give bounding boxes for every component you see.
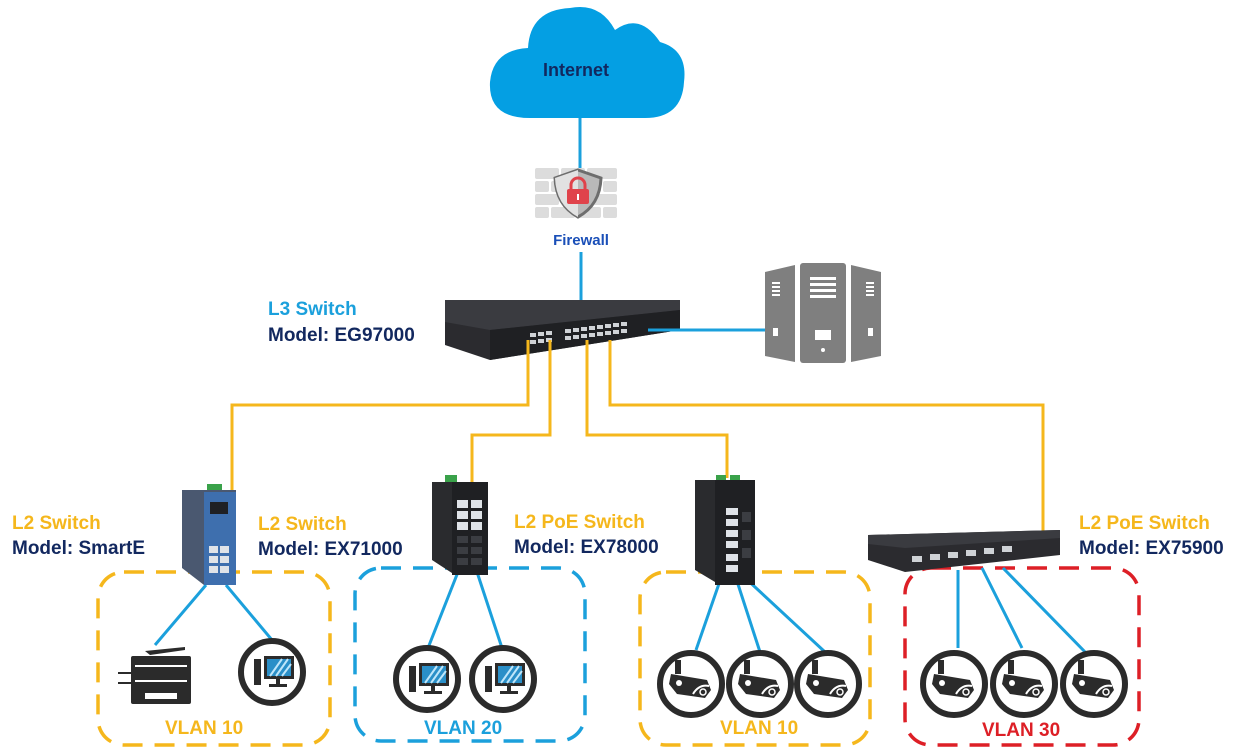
access-line	[1001, 566, 1090, 657]
access-line	[980, 567, 1024, 649]
access-line	[153, 584, 208, 646]
l2-switch-4-model-label: Model: EX75900	[1079, 538, 1224, 559]
l2-switch-smarte-device	[182, 484, 236, 585]
l2-switch-1-model-label: Model: SmartE	[12, 538, 146, 559]
access-line	[694, 574, 724, 651]
camera-icon	[729, 653, 791, 715]
uplink-line-ex78000	[585, 340, 729, 478]
access-line	[475, 571, 504, 649]
camera-icon	[923, 653, 985, 715]
access-line	[740, 573, 827, 654]
access-line	[224, 584, 274, 641]
l2-switch-2-type-label: L2 Switch	[258, 514, 347, 535]
uplink-line-ex75900	[608, 340, 1045, 545]
vlan-box-3	[638, 570, 872, 747]
internet-label: Internet	[543, 60, 609, 80]
uplink-line-ex71000	[470, 340, 552, 488]
pc-icon	[396, 648, 458, 710]
camera-icon	[993, 653, 1055, 715]
l2-switch-2-model-label: Model: EX71000	[258, 539, 403, 560]
cloud-icon	[489, 6, 685, 118]
l2-switch-ex71000-device	[432, 475, 488, 575]
camera-icon	[1063, 653, 1125, 715]
firewall-label: Firewall	[553, 232, 609, 249]
printer-icon	[118, 647, 191, 704]
pc-icon	[472, 648, 534, 710]
pc-icon	[241, 641, 303, 703]
l3-switch-model-label: Model: EG97000	[268, 325, 415, 346]
camera-icon	[660, 653, 722, 715]
l2-switch-ex75900-device	[868, 530, 1060, 572]
l2-switch-3-model-label: Model: EX78000	[514, 537, 659, 558]
l2-switch-ex78000-device	[695, 475, 755, 585]
l2-switch-1-type-label: L2 Switch	[12, 513, 101, 534]
vlan-label-3: VLAN 10	[720, 718, 799, 739]
access-line	[426, 571, 460, 649]
vlan-label-1: VLAN 10	[165, 718, 244, 739]
l3-switch-type-label: L3 Switch	[268, 299, 357, 320]
internet-cloud: Internet	[489, 6, 685, 118]
vlan-label-2: VLAN 20	[424, 718, 503, 739]
camera-icon	[797, 653, 859, 715]
l2-switch-3-type-label: L2 PoE Switch	[514, 512, 645, 533]
vlan-box-4	[903, 566, 1141, 747]
l2-switch-4-type-label: L2 PoE Switch	[1079, 513, 1210, 534]
firewall-icon	[535, 168, 617, 219]
access-line	[733, 574, 762, 653]
l3-switch-device	[445, 300, 680, 360]
vlan-label-4: VLAN 30	[982, 720, 1061, 741]
vlan-box-2	[353, 566, 587, 743]
server-icon	[765, 263, 881, 363]
uplink-line-smarte	[230, 340, 530, 500]
